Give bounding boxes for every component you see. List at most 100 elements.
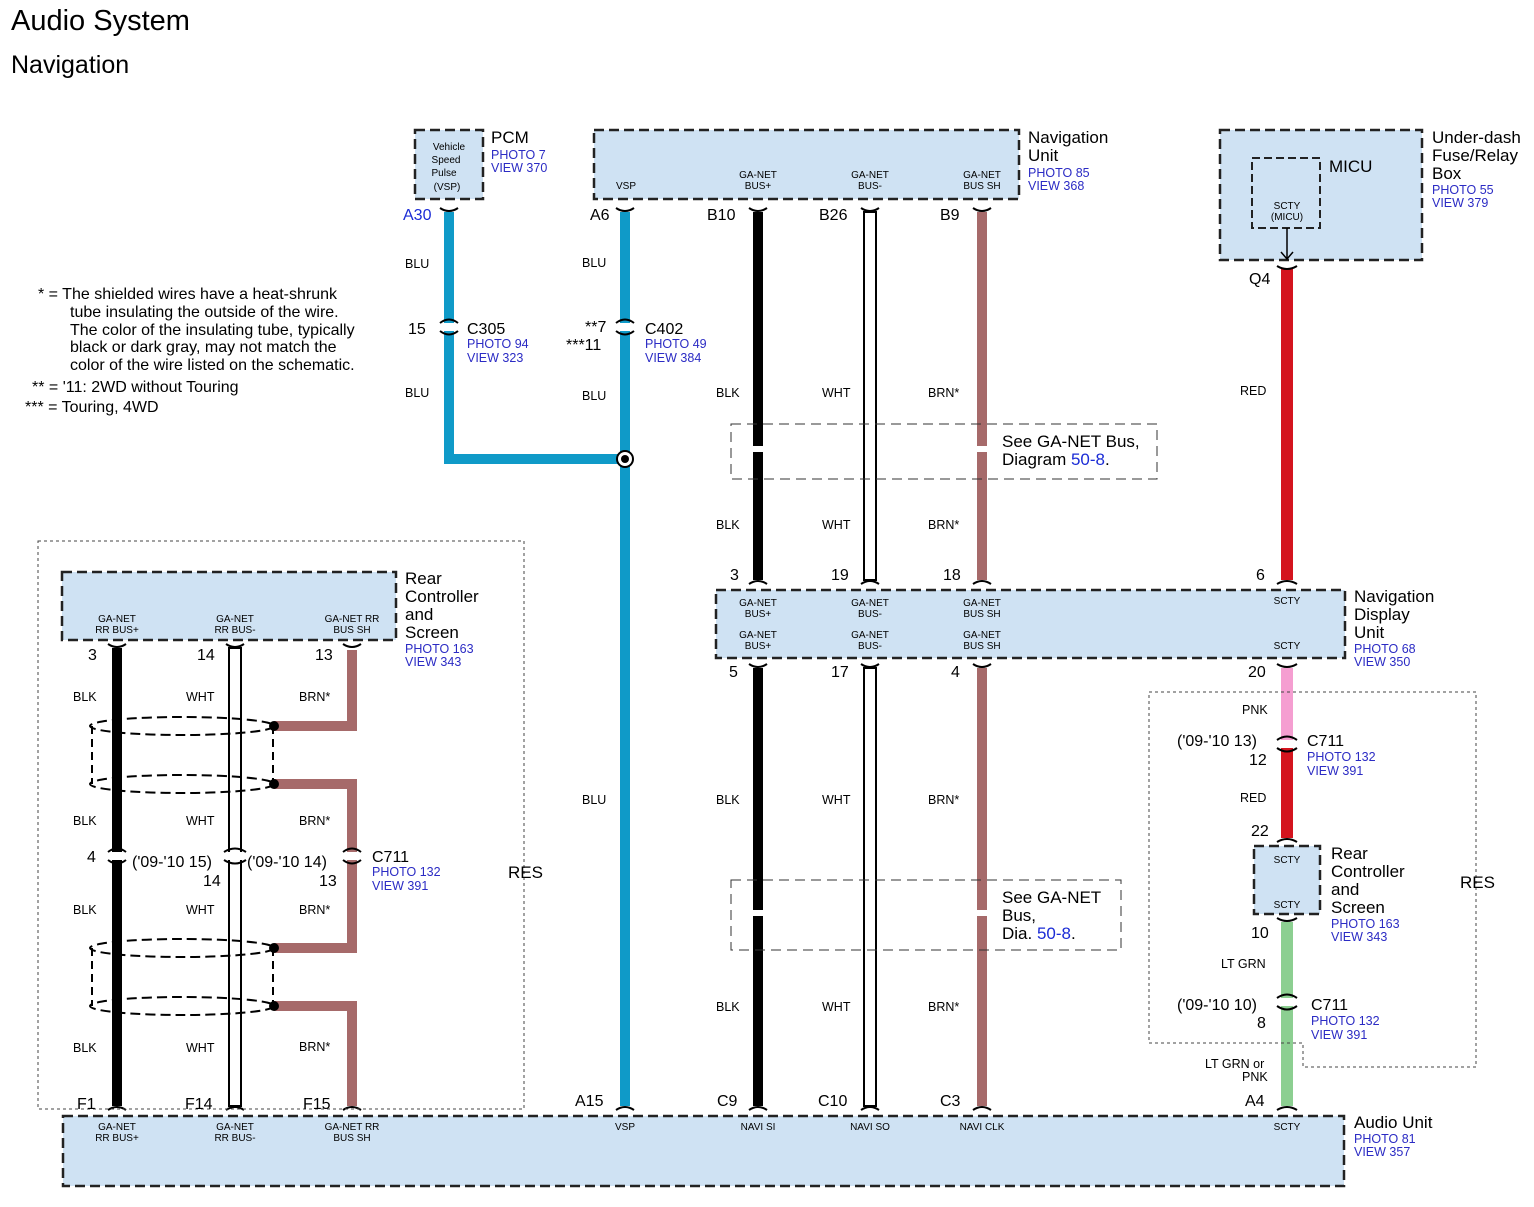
terminal-label: GA-NET bbox=[98, 614, 136, 625]
pin-label: 13 bbox=[315, 647, 333, 664]
terminal-label: SCTY bbox=[1274, 641, 1301, 652]
component-name: Controller bbox=[405, 587, 479, 606]
pcm-photo[interactable]: PHOTO 7 bbox=[491, 148, 546, 162]
reference-link[interactable]: 50-8 bbox=[1037, 924, 1071, 943]
pin-label: 12 bbox=[1249, 752, 1267, 769]
terminal-label: BUS- bbox=[858, 641, 882, 652]
terminal-label: BUS SH bbox=[963, 181, 1000, 192]
reference-text: See GA-NET Bus, bbox=[1002, 432, 1140, 451]
shield-lower bbox=[89, 938, 279, 1016]
pin-label: 3 bbox=[730, 567, 739, 584]
terminal-label: GA-NET RR bbox=[325, 1122, 380, 1133]
reference-text: Bus, bbox=[1002, 906, 1036, 925]
wire-blu-vsp bbox=[444, 212, 634, 1106]
terminal-label: GA-NET bbox=[739, 598, 777, 609]
wire-color-label: WHT bbox=[822, 386, 851, 400]
wire-brn-rr-bus-sh bbox=[274, 650, 357, 1106]
wire-color-labels: BLU BLU BLU BLU BLU BLK BLK BLK BLK WHT … bbox=[73, 256, 1268, 1084]
pin-label: 22 bbox=[1251, 823, 1269, 840]
connector-photo[interactable]: PHOTO 49 bbox=[645, 337, 707, 351]
component-photo[interactable]: PHOTO 55 bbox=[1432, 183, 1494, 197]
terminal-label: GA-NET bbox=[851, 170, 889, 181]
wire-color-label: WHT bbox=[186, 814, 215, 828]
component-view[interactable]: VIEW 357 bbox=[1354, 1145, 1410, 1159]
wire-color-label: BRN* bbox=[928, 793, 959, 807]
terminal-label: SCTY bbox=[1274, 855, 1301, 866]
terminal-label: BUS+ bbox=[745, 641, 772, 652]
pin-label: ('09-'10 14) bbox=[247, 854, 327, 871]
component-view[interactable]: VIEW 343 bbox=[1331, 930, 1387, 944]
wire-color-label: BLU bbox=[405, 386, 429, 400]
terminal-label: RR BUS+ bbox=[95, 1133, 139, 1144]
pin-label: 10 bbox=[1251, 925, 1269, 942]
pin-label: A30 bbox=[403, 207, 432, 224]
pin-label: F15 bbox=[303, 1096, 331, 1113]
pin-label: C10 bbox=[818, 1093, 847, 1110]
connector-view[interactable]: VIEW 323 bbox=[467, 351, 523, 365]
connector-photo[interactable]: PHOTO 132 bbox=[1307, 750, 1376, 764]
pin-label: ('09-'10 10) bbox=[1177, 997, 1257, 1014]
connector-name: C305 bbox=[467, 321, 505, 338]
wire-color-label: BRN* bbox=[299, 1040, 330, 1054]
notes: * = The shielded wires have a heat-shrun… bbox=[25, 286, 355, 416]
pcm-view[interactable]: VIEW 370 bbox=[491, 161, 547, 175]
connector-view[interactable]: VIEW 391 bbox=[1307, 764, 1363, 778]
pin-label: B10 bbox=[707, 207, 736, 224]
component-view[interactable]: VIEW 379 bbox=[1432, 196, 1488, 210]
connector-c402: **7 ***11 C402 PHOTO 49 VIEW 384 bbox=[566, 319, 707, 365]
component-view[interactable]: VIEW 368 bbox=[1028, 179, 1084, 193]
pin-label: **7 bbox=[585, 319, 606, 336]
wire-color-label: BRN* bbox=[928, 518, 959, 532]
pin-label: A4 bbox=[1245, 1093, 1265, 1110]
terminal-label: BUS- bbox=[858, 181, 882, 192]
wire-color-label: BRN* bbox=[928, 386, 959, 400]
micu-inner-text: SCTY bbox=[1274, 201, 1301, 212]
ganet-reference-top: See GA-NET Bus, Diagram 50-8. bbox=[730, 423, 1158, 480]
pin-label: A6 bbox=[590, 207, 610, 224]
connector-view[interactable]: VIEW 384 bbox=[645, 351, 701, 365]
connector-photo[interactable]: PHOTO 94 bbox=[467, 337, 529, 351]
component-name: Navigation bbox=[1354, 587, 1434, 606]
component-name: and bbox=[405, 605, 433, 624]
component-photo[interactable]: PHOTO 68 bbox=[1354, 642, 1416, 656]
terminal-label: NAVI CLK bbox=[960, 1122, 1005, 1133]
pin-label: 8 bbox=[1257, 1015, 1266, 1032]
component-view[interactable]: VIEW 343 bbox=[405, 655, 461, 669]
res-box-left: RES bbox=[37, 540, 543, 1110]
pin-label: 4 bbox=[951, 664, 960, 681]
pin-label: ('09-'10 15) bbox=[132, 854, 212, 871]
connector-photo[interactable]: PHOTO 132 bbox=[372, 865, 441, 879]
terminal-label: GA-NET bbox=[851, 598, 889, 609]
pin-label: 13 bbox=[319, 873, 337, 890]
connector-photo[interactable]: PHOTO 132 bbox=[1311, 1014, 1380, 1028]
component-photo[interactable]: PHOTO 163 bbox=[1331, 917, 1400, 931]
pcm-inner-text: Pulse bbox=[431, 168, 456, 179]
reference-link[interactable]: 50-8 bbox=[1071, 450, 1105, 469]
wire-color-label: WHT bbox=[186, 1041, 215, 1055]
connector-c711-right-top: ('09-'10 13) 12 C711 PHOTO 132 VIEW 391 bbox=[1177, 733, 1376, 778]
component-name: Rear bbox=[405, 569, 442, 588]
component-photo[interactable]: PHOTO 85 bbox=[1028, 166, 1090, 180]
page-subtitle: Navigation bbox=[11, 51, 129, 79]
component-name: Rear bbox=[1331, 844, 1368, 863]
connector-view[interactable]: VIEW 391 bbox=[1311, 1028, 1367, 1042]
component-photo[interactable]: PHOTO 163 bbox=[405, 642, 474, 656]
component-name: Unit bbox=[1354, 623, 1385, 642]
terminal-label: VSP bbox=[616, 181, 636, 192]
terminal-label: GA-NET bbox=[739, 170, 777, 181]
terminal-label: VSP bbox=[615, 1122, 635, 1133]
wire-color-label: BLU bbox=[582, 256, 606, 270]
wire-color-label: PNK bbox=[1242, 1070, 1268, 1084]
terminal-label: GA-NET bbox=[739, 630, 777, 641]
wire-color-label: BLK bbox=[73, 1041, 97, 1055]
terminal-label: GA-NET bbox=[216, 614, 254, 625]
connector-view[interactable]: VIEW 391 bbox=[372, 879, 428, 893]
terminal-label: GA-NET RR bbox=[325, 614, 380, 625]
component-photo[interactable]: PHOTO 81 bbox=[1354, 1132, 1416, 1146]
component-view[interactable]: VIEW 350 bbox=[1354, 655, 1410, 669]
wire-color-label: WHT bbox=[822, 1000, 851, 1014]
component-name: Box bbox=[1432, 164, 1462, 183]
terminal-label: RR BUS- bbox=[214, 1133, 255, 1144]
note-line: tube insulating the outside of the wire. bbox=[70, 304, 339, 321]
